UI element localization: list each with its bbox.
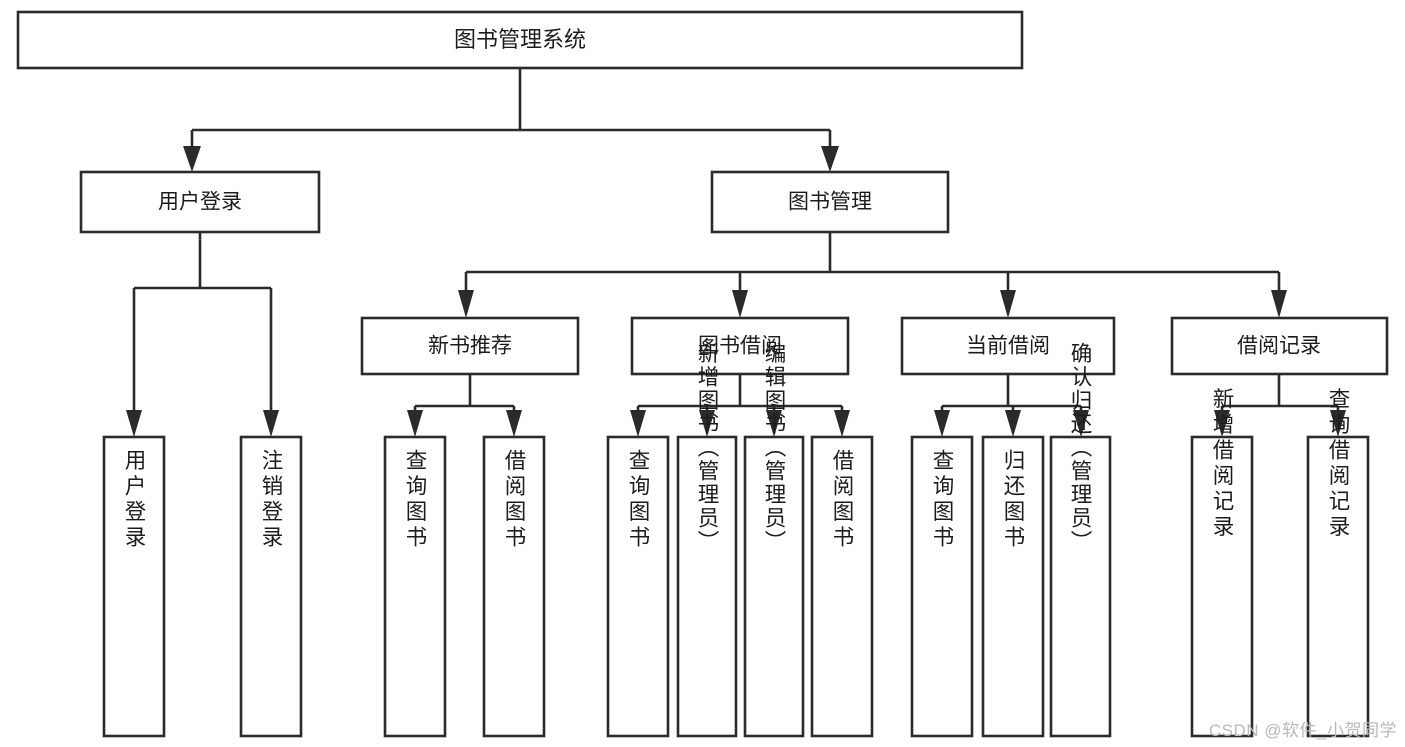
node-leaf-confirm-return[interactable]: 确认归还（管理员）	[1049, 342, 1112, 738]
arrow-head-current-borrow	[1000, 290, 1016, 318]
node-leaf-borrow-book-1[interactable]: 借阅图书	[482, 435, 546, 738]
node-leaf-query-record-label: 查询借阅记录	[1326, 387, 1350, 540]
arrow-head-leaf-query-book-1	[407, 410, 423, 437]
arrow-head-new-book-recommend	[458, 290, 474, 318]
node-book-borrow-box[interactable]	[630, 316, 850, 376]
arrow-head-borrow-record	[1271, 290, 1287, 318]
node-book-borrow-label: 图书借阅	[698, 335, 782, 358]
node-book-borrow[interactable]: 图书借阅	[630, 316, 850, 376]
arrow-head-book-borrow	[732, 290, 748, 318]
node-leaf-edit-book-box[interactable]	[743, 435, 805, 738]
node-leaf-user-login-label: 用户登录	[122, 449, 146, 551]
node-leaf-borrow-book-1-label: 借阅图书	[502, 449, 526, 551]
arrow-head-leaf-return-book	[1005, 410, 1021, 437]
node-current-borrow-box[interactable]	[900, 316, 1116, 376]
node-leaf-user-login-box[interactable]	[102, 435, 166, 738]
node-root-label: 图书管理系统	[454, 27, 586, 52]
node-leaf-query-book-3-label: 查询图书	[930, 449, 954, 551]
node-leaf-borrow-book-2-label: 借阅图书	[830, 449, 854, 551]
node-leaf-query-book-3[interactable]: 查询图书	[910, 435, 974, 738]
node-book-manage[interactable]: 图书管理	[710, 170, 950, 234]
node-user-login[interactable]: 用户登录	[79, 170, 321, 234]
arrow-head-leaf-borrow-book-1	[506, 410, 522, 437]
node-user-login-label: 用户登录	[158, 191, 242, 214]
node-leaf-add-book[interactable]: 新增图书（管理员）	[676, 342, 738, 738]
node-leaf-return-book[interactable]: 归还图书	[981, 435, 1045, 738]
csdn-watermark: CSDN @软件_小贺同学	[1208, 721, 1397, 740]
node-leaf-return-book-box[interactable]	[981, 435, 1045, 738]
node-user-login-box[interactable]	[79, 170, 321, 234]
arrow-head-leaf-add-book	[699, 410, 715, 437]
node-leaf-confirm-return-box[interactable]	[1049, 435, 1112, 738]
node-leaf-query-book-2[interactable]: 查询图书	[606, 435, 670, 738]
arrow-head-leaf-query-book-2	[630, 410, 646, 437]
node-current-borrow[interactable]: 当前借阅	[900, 316, 1116, 376]
node-leaf-add-record-box[interactable]	[1190, 435, 1254, 738]
node-leaf-borrow-book-2-box[interactable]	[810, 435, 874, 738]
node-new-book-recommend-label: 新书推荐	[428, 335, 512, 358]
node-leaf-logout-login-box[interactable]	[239, 435, 303, 738]
node-leaf-edit-book[interactable]: 编辑图书（管理员）	[743, 342, 805, 738]
node-leaf-query-book-1-box[interactable]	[383, 435, 447, 738]
node-leaf-query-book-2-label: 查询图书	[626, 449, 650, 551]
node-root[interactable]: 图书管理系统	[16, 10, 1024, 70]
node-leaf-query-book-2-box[interactable]	[606, 435, 670, 738]
node-leaf-edit-book-label: 编辑图书（管理员）	[762, 342, 786, 554]
node-leaf-confirm-return-label: 确认归还（管理员）	[1068, 342, 1092, 554]
node-new-book-recommend-box[interactable]	[360, 316, 580, 376]
node-current-borrow-label: 当前借阅	[966, 335, 1050, 358]
arrow-head-leaf-query-book-3	[934, 410, 950, 437]
arrow-head-leaf-borrow-book-2	[834, 410, 850, 437]
node-new-book-recommend[interactable]: 新书推荐	[360, 316, 580, 376]
arrow-head-leaf-logout-login	[263, 410, 279, 437]
node-leaf-add-book-box[interactable]	[676, 435, 738, 738]
node-book-manage-box[interactable]	[710, 170, 950, 234]
node-leaf-borrow-book-2[interactable]: 借阅图书	[810, 435, 874, 738]
arrow-head-book-manage	[821, 146, 839, 172]
node-leaf-user-login[interactable]: 用户登录	[102, 435, 166, 738]
node-book-manage-label: 图书管理	[788, 191, 872, 214]
node-borrow-record-box[interactable]	[1170, 316, 1389, 376]
node-leaf-add-record[interactable]: 新增借阅记录	[1190, 387, 1254, 738]
arrow-head-leaf-edit-book	[766, 410, 782, 437]
node-leaf-query-book-1-label: 查询图书	[403, 449, 427, 551]
node-leaf-return-book-label: 归还图书	[1001, 449, 1025, 551]
arrow-head-leaf-user-login	[126, 410, 142, 437]
arrow-head-leaf-query-record	[1330, 410, 1346, 437]
arrow-head-leaf-add-record	[1214, 410, 1230, 437]
node-leaf-borrow-book-1-box[interactable]	[482, 435, 546, 738]
node-leaf-logout-login[interactable]: 注销登录	[239, 435, 303, 738]
node-borrow-record-label: 借阅记录	[1237, 335, 1321, 358]
node-leaf-query-record-box[interactable]	[1306, 435, 1370, 738]
node-leaf-query-book-3-box[interactable]	[910, 435, 974, 738]
connector-layer	[126, 68, 1346, 437]
node-root-box[interactable]	[16, 10, 1024, 70]
arrow-head-user-login	[183, 146, 201, 172]
node-borrow-record[interactable]: 借阅记录	[1170, 316, 1389, 376]
node-leaf-logout-login-label: 注销登录	[259, 449, 283, 551]
arrow-head-leaf-confirm-return	[1073, 410, 1089, 437]
node-leaf-add-book-label: 新增图书（管理员）	[695, 342, 719, 554]
node-leaf-query-book-1[interactable]: 查询图书	[383, 435, 447, 738]
node-leaf-query-record[interactable]: 查询借阅记录	[1306, 387, 1370, 738]
node-leaf-add-record-label: 新增借阅记录	[1210, 387, 1234, 540]
